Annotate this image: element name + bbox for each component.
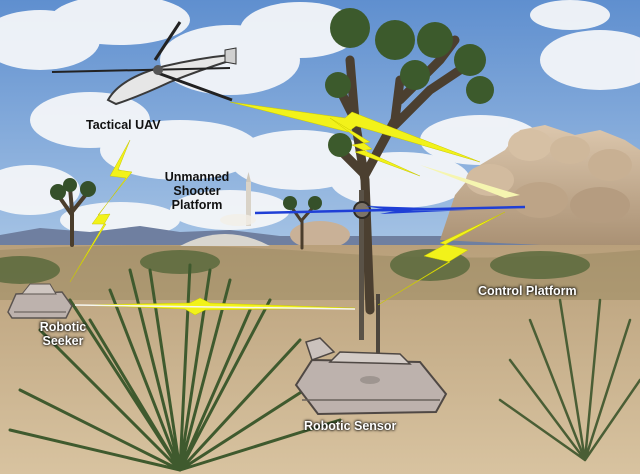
joshua-tree-left	[50, 178, 96, 247]
label-shooter-line2: Shooter	[173, 184, 221, 198]
robotic-sensor-vehicle-icon	[294, 337, 448, 416]
helicopter-uav-icon	[51, 21, 237, 106]
label-tactical-uav: Tactical UAV	[86, 118, 161, 132]
label-shooter-line1: Unmanned	[164, 170, 230, 184]
label-control-platform: Control Platform	[478, 284, 577, 298]
desert-shrubs	[0, 249, 590, 284]
joshua-tree-middle	[283, 196, 322, 250]
robotic-seeker-vehicle-icon	[7, 283, 73, 319]
yucca-right	[498, 298, 640, 462]
joshua-tree-large	[325, 8, 494, 315]
label-unmanned-shooter-platform: Unmanned Shooter Platform	[155, 170, 239, 212]
shooter-link-to-control	[254, 205, 526, 215]
label-seeker-line1: Robotic	[39, 320, 87, 334]
uav-link-to-seeker	[69, 139, 133, 283]
dome-building	[180, 234, 270, 246]
seeker-link-to-mast	[74, 297, 356, 316]
uav-link-to-control	[229, 101, 520, 198]
label-robotic-sensor: Robotic Sensor	[304, 419, 397, 433]
yucca-foreground	[8, 263, 342, 472]
label-shooter-line3: Platform	[171, 198, 223, 212]
rock-formation	[290, 125, 640, 250]
shooter-platform-icon	[220, 172, 256, 226]
control-link-to-sensor	[377, 211, 506, 306]
label-robotic-seeker: Robotic Seeker	[30, 320, 96, 348]
label-seeker-line2: Seeker	[42, 334, 84, 348]
